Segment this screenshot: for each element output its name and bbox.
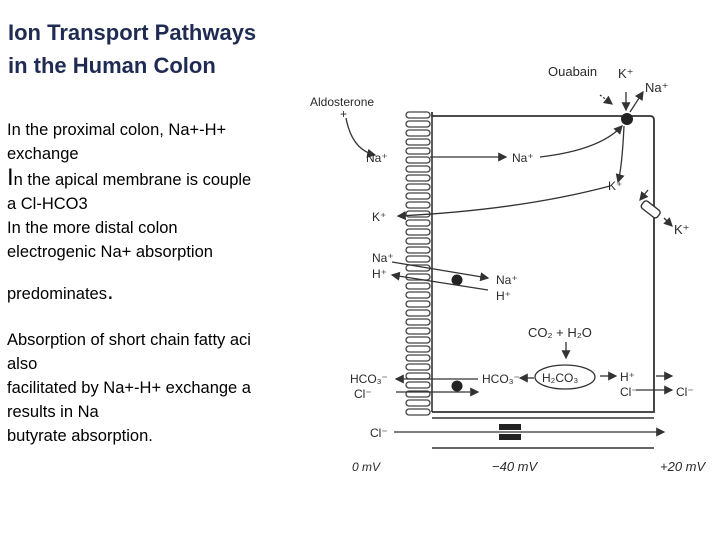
label-ouabain: Ouabain: [548, 64, 597, 79]
label-na-h-cell-na: Na⁺: [496, 273, 518, 287]
label-na-h-lumen-h: H⁺: [372, 267, 387, 281]
text-line: a Cl-HCO3: [7, 192, 307, 216]
label-k-cell: K⁺: [608, 179, 622, 193]
cl-hco3-exchanger-dot: [452, 381, 463, 392]
title-line-2: in the Human Colon: [8, 53, 216, 78]
tight-junction: [499, 424, 521, 430]
text-fragment: predominates: [7, 285, 107, 303]
text-line: Absorption of short chain fatty aci: [7, 328, 307, 352]
label-cl-lower-lumen: Cl⁻: [370, 426, 388, 440]
label-na-h-lumen-na: Na⁺: [372, 251, 394, 265]
label-voltage-cell: −40 mV: [492, 459, 538, 474]
label-cl-right-cell: Cl⁻: [620, 385, 638, 399]
slide-title: Ion Transport Pathways in the Human Colo…: [8, 16, 256, 82]
body-text: In the proximal colon, Na+-H+ exchange I…: [7, 118, 307, 478]
label-na-h-cell-h: H⁺: [496, 289, 511, 303]
na-h-exchanger-dot: [452, 275, 463, 286]
text-dropcap: I: [7, 164, 14, 191]
label-k-top: K⁺: [618, 66, 634, 81]
text-line: results in Na: [7, 400, 307, 424]
tight-junction: [499, 434, 521, 440]
label-k-baso: K⁺: [674, 222, 690, 237]
label-hco3-lumen: HCO₃⁻: [350, 372, 388, 386]
text-line: electrogenic Na+ absorption: [7, 240, 307, 264]
text-line: exchange: [7, 142, 307, 166]
label-hco3-cell: HCO₃⁻: [482, 372, 520, 386]
text-line: In the more distal colon: [7, 216, 307, 240]
label-cl-right-out: Cl⁻: [676, 385, 694, 399]
na-k-atpase-dot: [621, 113, 633, 125]
label-voltage-lumen: 0 mV: [352, 460, 381, 474]
k-channel-icon: [640, 200, 661, 219]
text-fragment: n the apical membrane is couple: [14, 171, 252, 189]
label-co2-h2o: CO₂ + H₂O: [528, 325, 592, 340]
label-plus: +: [340, 107, 347, 121]
microvilli-brush-border: [406, 112, 430, 415]
label-cl-lumen: Cl⁻: [354, 387, 372, 401]
ion-transport-diagram: Ouabain K⁺ Na⁺ Aldosterone + Na⁺ Na⁺ K⁺ …: [300, 55, 720, 500]
label-na-top: Na⁺: [645, 80, 668, 95]
text-line: also: [7, 352, 307, 376]
text-line: facilitated by Na+-H+ exchange a: [7, 376, 307, 400]
label-k-lumen: K⁺: [372, 210, 386, 224]
text-period: .: [107, 278, 114, 305]
text-line: butyrate absorption.: [7, 424, 307, 448]
label-na-lumen: Na⁺: [366, 151, 388, 165]
text-line: predominates.: [7, 280, 307, 306]
label-voltage-blood: +20 mV: [660, 459, 706, 474]
title-line-1: Ion Transport Pathways: [8, 20, 256, 45]
label-h-right: H⁺: [620, 370, 635, 384]
label-h2co3: H₂CO₃: [542, 371, 578, 385]
text-line: In the apical membrane is couple: [7, 166, 307, 192]
label-na-cell: Na⁺: [512, 151, 534, 165]
text-line: In the proximal colon, Na+-H+: [7, 118, 307, 142]
